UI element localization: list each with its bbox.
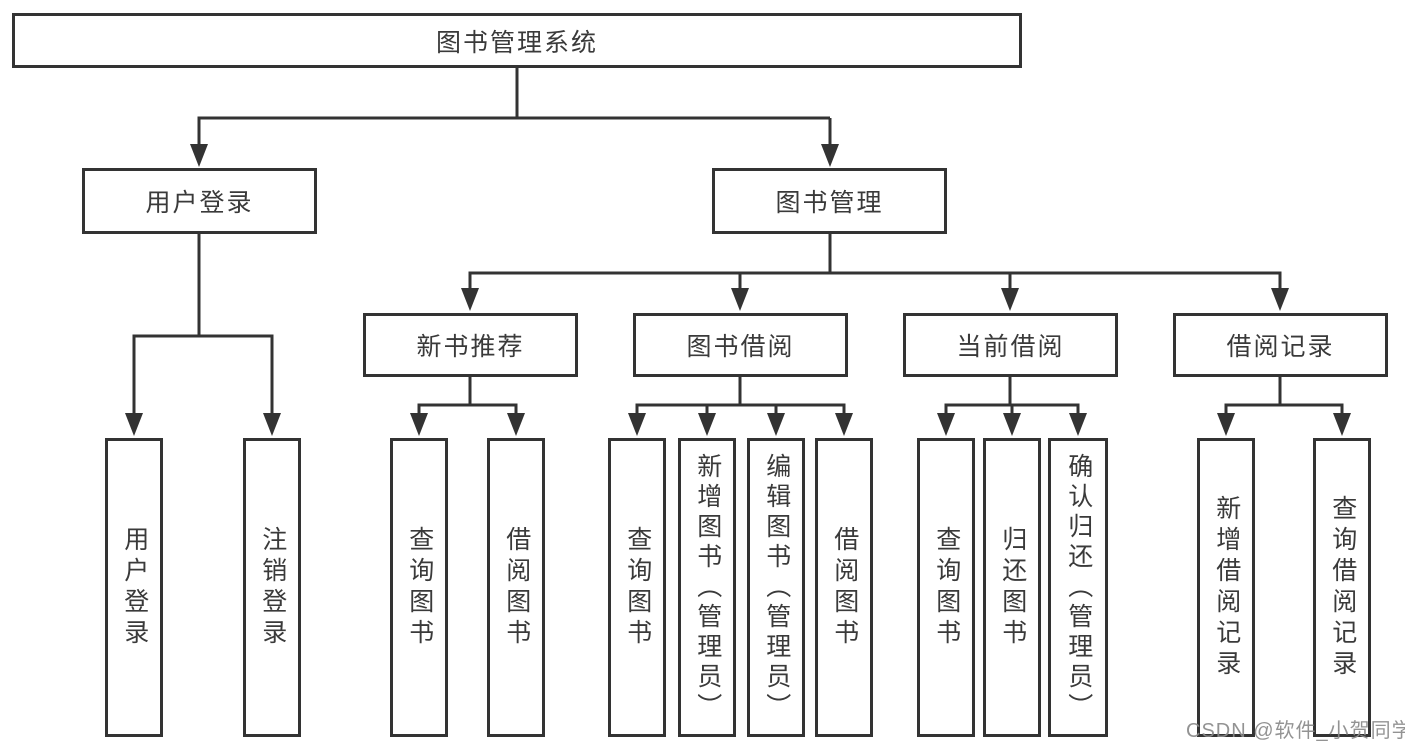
node-label: 归还图书 <box>998 525 1027 650</box>
arrowhead <box>1001 288 1019 311</box>
node-label: 当前借阅 <box>956 333 1065 361</box>
arrowhead <box>937 413 955 436</box>
node-leaf-borrow-books-borrowing: 借阅图书 <box>815 438 873 737</box>
watermark: CSDN @软件_小贺同学 <box>1186 720 1405 742</box>
node-leaf-query-borrow-record: 查询借阅记录 <box>1313 438 1371 737</box>
arrowhead <box>1333 413 1351 436</box>
arrowhead <box>1271 288 1289 311</box>
arrowheads <box>125 144 1351 436</box>
arrowhead <box>698 413 716 436</box>
node-label: 确认归还（管理员） <box>1064 452 1093 723</box>
arrowhead <box>628 413 646 436</box>
node-label: 借阅图书 <box>830 525 859 650</box>
node-label: 新增借阅记录 <box>1212 494 1241 681</box>
arrowhead <box>125 413 143 436</box>
node-label: 查询借阅记录 <box>1328 494 1357 681</box>
node-label: 新书推荐 <box>416 333 525 361</box>
arrowhead <box>461 288 479 311</box>
arrowhead <box>835 413 853 436</box>
node-leaf-return-books: 归还图书 <box>983 438 1041 737</box>
arrowhead <box>263 413 281 436</box>
node-leaf-confirm-return-admin: 确认归还（管理员） <box>1048 438 1108 737</box>
node-leaf-add-borrow-record: 新增借阅记录 <box>1197 438 1255 737</box>
node-library-management-system: 图书管理系统 <box>12 13 1022 68</box>
node-label: 编辑图书（管理员） <box>762 452 791 723</box>
node-label: 注销登录 <box>258 525 287 650</box>
node-label: 图书管理 <box>775 189 884 217</box>
arrowhead <box>1069 413 1087 436</box>
connector-book-management-branch <box>468 234 1282 290</box>
arrowhead <box>1217 413 1235 436</box>
node-current-borrowing: 当前借阅 <box>903 313 1118 377</box>
node-label: 查询图书 <box>623 525 652 650</box>
node-label: 查询图书 <box>932 525 961 650</box>
connector-user-login-branch <box>132 234 274 415</box>
node-book-borrowing: 图书借阅 <box>633 313 848 377</box>
connector-new-book-recommend-branch <box>417 377 518 415</box>
connector-root-to-level2 <box>197 68 832 146</box>
arrowhead <box>767 413 785 436</box>
arrowhead <box>821 144 839 167</box>
arrowhead <box>507 413 525 436</box>
node-label: 用户登录 <box>120 525 149 650</box>
connector-current-borrowing-branch <box>944 377 1080 415</box>
connector-borrowing-records-branch <box>1224 377 1344 415</box>
node-borrowing-records: 借阅记录 <box>1173 313 1388 377</box>
node-book-management: 图书管理 <box>712 168 947 234</box>
node-leaf-borrow-books-recommend: 借阅图书 <box>487 438 545 737</box>
node-label: 查询图书 <box>405 525 434 650</box>
connector-book-borrowing-branch <box>635 377 846 415</box>
node-leaf-query-books-borrowing: 查询图书 <box>608 438 666 737</box>
node-label: 图书管理系统 <box>435 28 598 57</box>
node-leaf-edit-books-admin: 编辑图书（管理员） <box>747 438 805 737</box>
arrowhead <box>731 288 749 311</box>
node-leaf-query-books-recommend: 查询图书 <box>390 438 448 737</box>
connector-paths <box>132 68 1344 415</box>
arrowhead <box>1003 413 1021 436</box>
node-label: 图书借阅 <box>686 333 795 361</box>
arrowhead <box>190 144 208 167</box>
node-leaf-add-books-admin: 新增图书（管理员） <box>678 438 736 737</box>
node-user-login: 用户登录 <box>82 168 317 234</box>
node-new-book-recommend: 新书推荐 <box>363 313 578 377</box>
arrowhead <box>410 413 428 436</box>
node-leaf-logout: 注销登录 <box>243 438 301 737</box>
node-label: 借阅记录 <box>1226 333 1335 361</box>
node-leaf-query-books-current: 查询图书 <box>917 438 975 737</box>
node-label: 借阅图书 <box>502 525 531 650</box>
node-leaf-user-login: 用户登录 <box>105 438 163 737</box>
node-label: 新增图书（管理员） <box>693 452 722 723</box>
node-label: 用户登录 <box>145 189 254 217</box>
